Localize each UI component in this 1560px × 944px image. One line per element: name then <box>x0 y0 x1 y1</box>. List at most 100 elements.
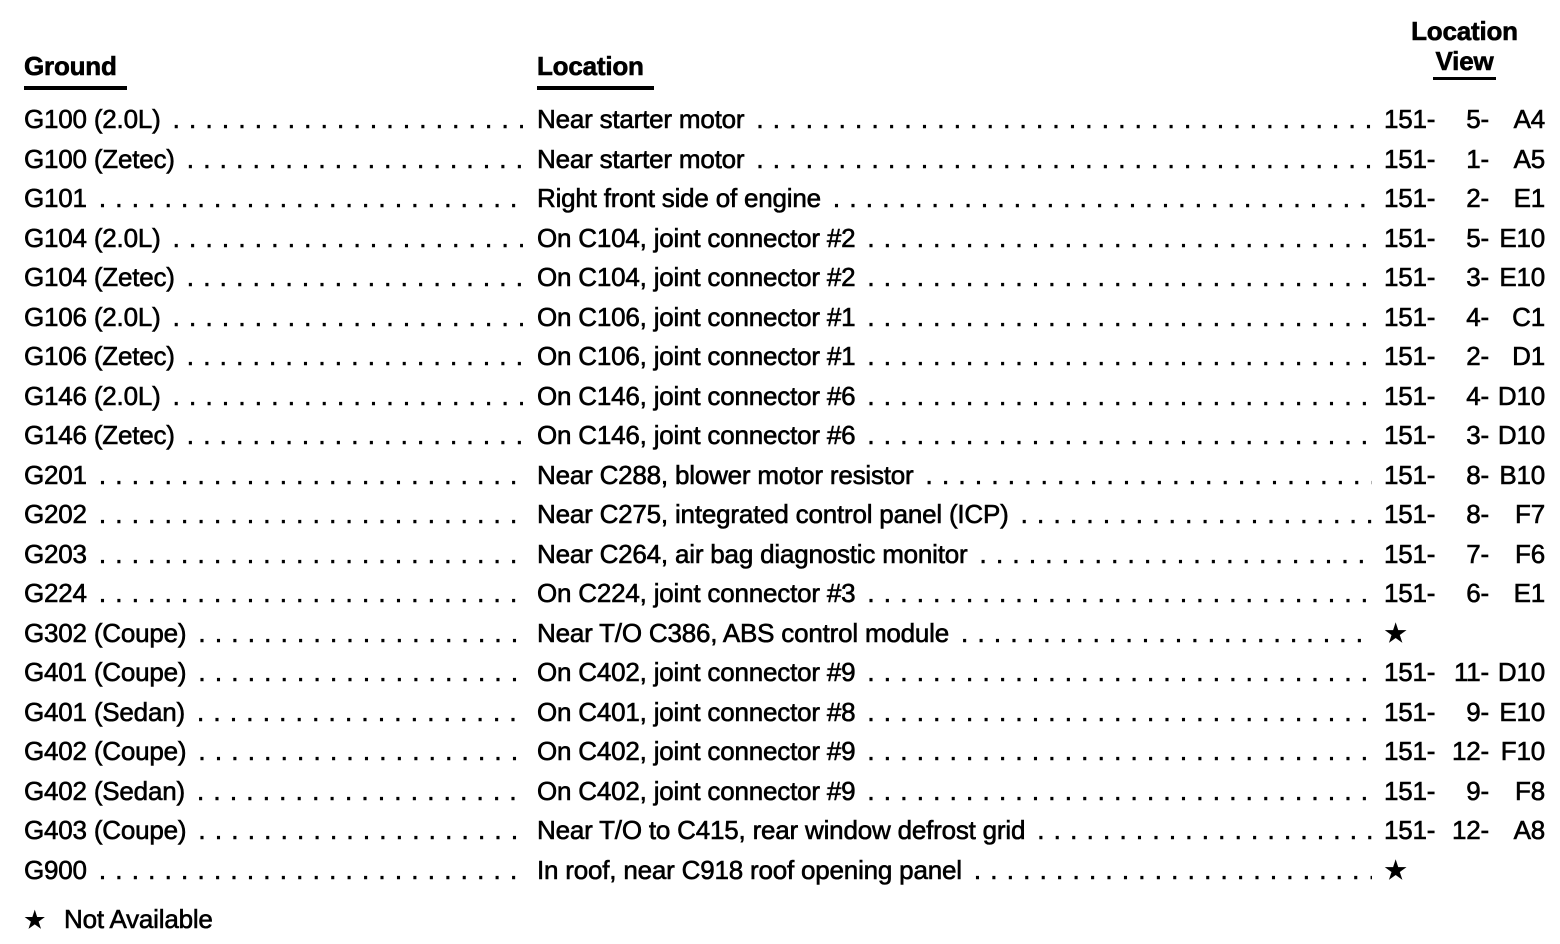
location-view-cell: 151- 2- E1 <box>1384 179 1546 219</box>
location-cell: Near C288, blower motor resistor <box>537 456 1384 496</box>
table-row: G402 (Coupe) On C402, joint connector #9… <box>24 732 1546 772</box>
dot-leader <box>867 653 1372 693</box>
ground-cell: G401 (Sedan) <box>24 693 537 733</box>
table-row: G146 (Zetec) On C146, joint connector #6… <box>24 416 1546 456</box>
dot-leader <box>867 693 1372 733</box>
ground-id: G402 (Coupe) <box>24 736 187 767</box>
location-text: Right front side of engine <box>537 183 821 214</box>
view-page-number: 151- <box>1384 262 1436 293</box>
dot-leader <box>198 614 523 654</box>
table-row: G104 (Zetec) On C104, joint connector #2… <box>24 258 1546 298</box>
view-page-number: 151- <box>1384 222 1436 253</box>
dot-leader <box>198 653 523 693</box>
location-view-cell: 151- 11- D10 <box>1384 653 1546 693</box>
location-text: On C402, joint connector #9 <box>537 657 856 688</box>
view-figure-number: 4- <box>1466 380 1490 411</box>
ground-id: G202 <box>24 499 87 530</box>
location-cell: Near C264, air bag diagnostic monitor <box>537 535 1384 575</box>
ground-cell: G104 (2.0L) <box>24 219 537 259</box>
location-text: In roof, near C918 roof opening panel <box>537 854 962 885</box>
dot-leader <box>1037 811 1372 851</box>
view-figure-number <box>1441 614 1489 654</box>
view-grid-cell: C1 <box>1512 301 1546 332</box>
location-text: Near starter motor <box>537 104 745 135</box>
column-header-location-view: Location View <box>1384 16 1545 90</box>
location-text: On C106, joint connector #1 <box>537 301 856 332</box>
view-page-number: 151- <box>1384 736 1436 767</box>
table-row: G106 (2.0L) On C106, joint connector #1 … <box>24 298 1546 338</box>
location-text: On C106, joint connector #1 <box>537 341 856 372</box>
location-view-cell: 151- 9- E10 <box>1384 693 1546 733</box>
location-view-cell: 151- 8- B10 <box>1384 456 1546 496</box>
dot-leader <box>756 100 1372 140</box>
view-figure-number: 11- <box>1453 657 1490 688</box>
ground-cell: G106 (2.0L) <box>24 298 537 338</box>
location-cell: Near T/O to C415, rear window defrost gr… <box>537 811 1384 851</box>
view-page-number: 151- <box>1384 657 1436 688</box>
dot-leader <box>867 416 1372 456</box>
location-text: On C224, joint connector #3 <box>537 578 856 609</box>
table-row: G201 Near C288, blower motor resistor 15… <box>24 456 1546 496</box>
location-cell: Near C275, integrated control panel (ICP… <box>537 495 1384 535</box>
ground-id: G106 (Zetec) <box>24 341 175 372</box>
view-grid-cell: F8 <box>1515 775 1546 806</box>
table-row: G101 Right front side of engine 151- 2- … <box>24 179 1546 219</box>
location-view-cell: 151- 5- E10 <box>1384 219 1546 259</box>
view-page-number: 151- <box>1384 301 1436 332</box>
table-row: G146 (2.0L) On C146, joint connector #6 … <box>24 377 1546 417</box>
ground-cell: G104 (Zetec) <box>24 258 537 298</box>
view-page-number: 151- <box>1384 578 1436 609</box>
dot-leader <box>197 772 523 812</box>
location-view-cell: 151- 7- F6 <box>1384 535 1546 575</box>
table-header: Ground Location Location View <box>24 16 1545 90</box>
view-figure-number <box>1441 851 1489 891</box>
view-grid-cell: A4 <box>1513 104 1545 135</box>
ground-cell: G403 (Coupe) <box>24 811 537 851</box>
ground-id: G101 <box>24 183 87 214</box>
view-page-number: 151- <box>1384 459 1436 490</box>
location-view-cell: 151- 3- E10 <box>1384 258 1546 298</box>
table-row: G401 (Sedan) On C401, joint connector #8… <box>24 693 1546 733</box>
location-cell: On C402, joint connector #9 <box>537 653 1384 693</box>
view-figure-number: 4- <box>1466 301 1490 332</box>
table-row: G224 On C224, joint connector #3 151- 6-… <box>24 574 1546 614</box>
location-text: On C402, joint connector #9 <box>537 736 856 767</box>
ground-cell: G900 <box>24 851 537 891</box>
location-cell: On C402, joint connector #9 <box>537 732 1384 772</box>
view-page-number: 151- <box>1384 143 1436 174</box>
location-text: Near C288, blower motor resistor <box>537 459 914 490</box>
location-view-header-line2: View <box>1432 46 1497 80</box>
location-text: On C146, joint connector #6 <box>537 380 856 411</box>
view-grid-cell: A8 <box>1513 815 1545 846</box>
location-text: On C401, joint connector #8 <box>537 696 856 727</box>
dot-leader <box>1021 495 1372 535</box>
view-figure-number: 2- <box>1466 183 1490 214</box>
location-view-cell: 151- 12- A8 <box>1384 811 1546 851</box>
location-text: On C104, joint connector #2 <box>537 262 856 293</box>
ground-id: G146 (Zetec) <box>24 420 175 451</box>
view-figure-number: 6- <box>1466 578 1490 609</box>
dot-leader <box>99 574 523 614</box>
dot-leader <box>187 258 523 298</box>
location-cell: Near T/O C386, ABS control module <box>537 614 1384 654</box>
table-row: G202 Near C275, integrated control panel… <box>24 495 1546 535</box>
view-grid-cell: A5 <box>1513 143 1545 174</box>
dot-leader <box>961 614 1372 654</box>
table-row: G402 (Sedan) On C402, joint connector #9… <box>24 772 1546 812</box>
view-figure-number: 5- <box>1466 222 1490 253</box>
ground-id: G106 (2.0L) <box>24 301 161 332</box>
view-grid-cell: E10 <box>1499 222 1545 253</box>
ground-id: G100 (Zetec) <box>24 143 175 174</box>
location-view-cell: ★ <box>1384 614 1545 654</box>
location-cell: On C106, joint connector #1 <box>537 337 1384 377</box>
table-body: G100 (2.0L) Near starter motor 151- 5- A… <box>24 100 1546 891</box>
dot-leader <box>99 535 523 575</box>
view-grid-cell: B10 <box>1499 459 1545 490</box>
ground-cell: G402 (Sedan) <box>24 772 537 812</box>
table-row: G403 (Coupe) Near T/O to C415, rear wind… <box>24 811 1546 851</box>
view-figure-number: 8- <box>1466 459 1490 490</box>
ground-cell: G224 <box>24 574 537 614</box>
ground-cell: G202 <box>24 495 537 535</box>
ground-cell: G106 (Zetec) <box>24 337 537 377</box>
dot-leader <box>867 574 1372 614</box>
